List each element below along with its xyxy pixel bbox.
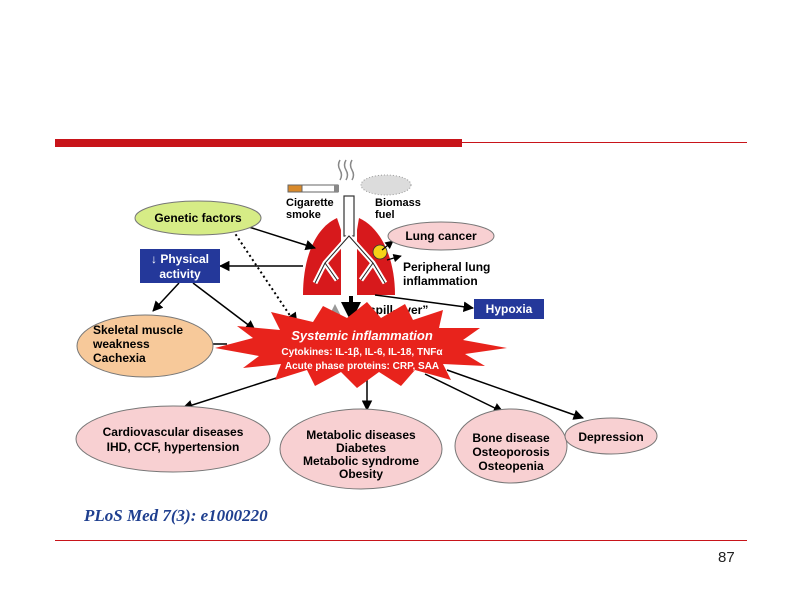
- cardiovascular-label-2: IHD, CCF, hypertension: [107, 440, 240, 454]
- skeletal-label-3: Cachexia: [93, 351, 146, 365]
- systemic-inflammation-burst: [215, 302, 507, 388]
- copd-systemic-diagram: Cigarette smoke Biomass fuel “spill-over…: [75, 148, 660, 513]
- metabolic-label-2: Diabetes: [336, 441, 386, 455]
- bone-label-1: Bone disease: [472, 431, 550, 445]
- biomass-smoke-icon: [360, 174, 412, 196]
- lungs-icon: [303, 195, 395, 295]
- page-number: 87: [718, 549, 735, 566]
- arrow-genetic-to-systemic: [229, 225, 298, 328]
- arrow-activity-to-skeletal: [152, 282, 180, 312]
- cigarette-label-2: smoke: [286, 209, 321, 221]
- cigarette-icon: [287, 159, 355, 193]
- hypoxia-label: Hypoxia: [486, 302, 533, 316]
- skeletal-muscle-node: [76, 314, 214, 378]
- systemic-line-1: Cytokines: IL-1β, IL-6, IL-18, TNFα: [281, 347, 443, 358]
- metabolic-label-4: Obesity: [339, 467, 383, 481]
- footer-rule: [55, 540, 747, 541]
- cardiovascular-node: [75, 405, 271, 473]
- hypoxia-node: [474, 299, 544, 319]
- cigarette-label-1: Cigarette: [286, 197, 334, 209]
- title-bar-red: [55, 139, 462, 147]
- title-bar-line: [462, 142, 747, 143]
- peripheral-label-2: inflammation: [403, 274, 478, 288]
- physical-activity-label-1: ↓ Physical: [151, 252, 209, 266]
- peripheral-label-1: Peripheral lung: [403, 260, 490, 274]
- metabolic-label-3: Metabolic syndrome: [303, 454, 419, 468]
- arrow-activity-to-systemic: [192, 282, 256, 331]
- genetic-factors-node: [134, 200, 262, 236]
- arrow-tumor-to-cancer: [381, 240, 394, 251]
- skeletal-label-1: Skeletal muscle: [93, 323, 183, 337]
- arrow-systemic-to-depression: [446, 369, 584, 420]
- systemic-line-2: Acute phase proteins: CRP, SAA: [285, 361, 439, 372]
- depression-label: Depression: [578, 430, 643, 444]
- skeletal-label-2: weakness: [92, 337, 150, 351]
- genetic-factors-label: Genetic factors: [154, 211, 242, 225]
- lung-cancer-node: [387, 221, 495, 251]
- lung-cancer-label: Lung cancer: [405, 229, 477, 243]
- biomass-label-2: fuel: [375, 209, 395, 221]
- depression-node: [564, 417, 658, 455]
- bone-label-3: Osteopenia: [478, 459, 544, 473]
- citation: PLoS Med 7(3): e1000220: [84, 506, 268, 525]
- bone-disease-node: [454, 408, 568, 484]
- cardiovascular-label-1: Cardiovascular diseases: [103, 425, 244, 439]
- physical-activity-node: [140, 249, 220, 283]
- systemic-title: Systemic inflammation: [291, 328, 433, 343]
- arrow-systemic-to-bone: [424, 373, 504, 413]
- physical-activity-label-2: activity: [159, 267, 201, 281]
- metabolic-node: [279, 408, 443, 490]
- arrow-tumor-to-peripheral: [386, 254, 402, 263]
- biomass-label-1: Biomass: [375, 197, 421, 209]
- metabolic-label-1: Metabolic diseases: [306, 428, 416, 442]
- bone-label-2: Osteoporosis: [472, 445, 550, 459]
- arrow-lungs-to-hypoxia: [374, 294, 475, 312]
- diagram-canvas: Cigarette smoke Biomass fuel “spill-over…: [75, 159, 658, 490]
